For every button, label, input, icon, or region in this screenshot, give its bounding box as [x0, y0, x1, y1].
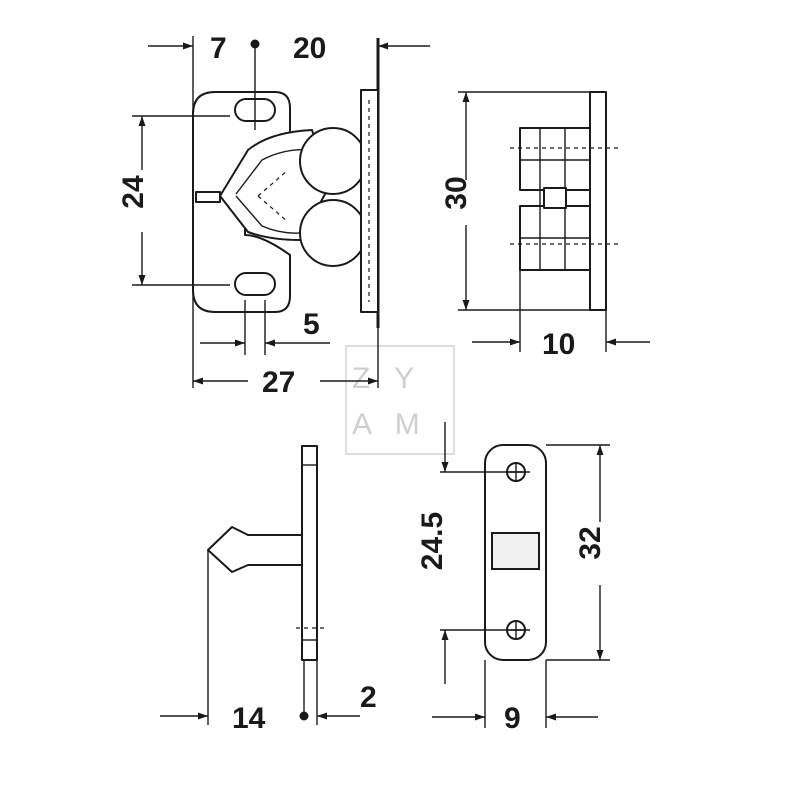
- strike-plate-front: [440, 444, 610, 728]
- dim-catch-width: 27: [262, 366, 295, 399]
- watermark-line-1: Z Y: [352, 362, 422, 395]
- dim-catch-height: 24: [117, 175, 150, 209]
- roller-bottom: [299, 199, 367, 267]
- slot-hole-bottom: [234, 272, 276, 296]
- roller-catch-front-view: [132, 36, 380, 388]
- roller-top: [299, 127, 367, 195]
- dim-strike-projection: 14: [232, 702, 266, 735]
- roller-catch-side-view: [458, 91, 618, 352]
- dim-strike-depth: 10: [542, 328, 575, 361]
- dim-plate-length: 32: [574, 526, 607, 559]
- dim-plate-thickness: 2: [360, 681, 377, 714]
- dimension-arrows-front: [138, 42, 430, 385]
- dimension-arrows-side: [462, 92, 650, 346]
- dim-catch-offset: 7: [210, 32, 227, 65]
- dim-catch-plate-gap: 20: [293, 32, 326, 65]
- dim-strike-height: 30: [440, 176, 473, 209]
- dim-hole-offset: 5: [303, 308, 320, 341]
- dimension-arrows-plate: [432, 422, 604, 721]
- strike-plate-profile: [207, 445, 325, 725]
- dim-hole-spacing: 24.5: [416, 512, 449, 570]
- dim-plate-width: 9: [504, 702, 521, 735]
- watermark: Z Y A M: [345, 345, 455, 455]
- watermark-line-2: A M: [352, 408, 428, 441]
